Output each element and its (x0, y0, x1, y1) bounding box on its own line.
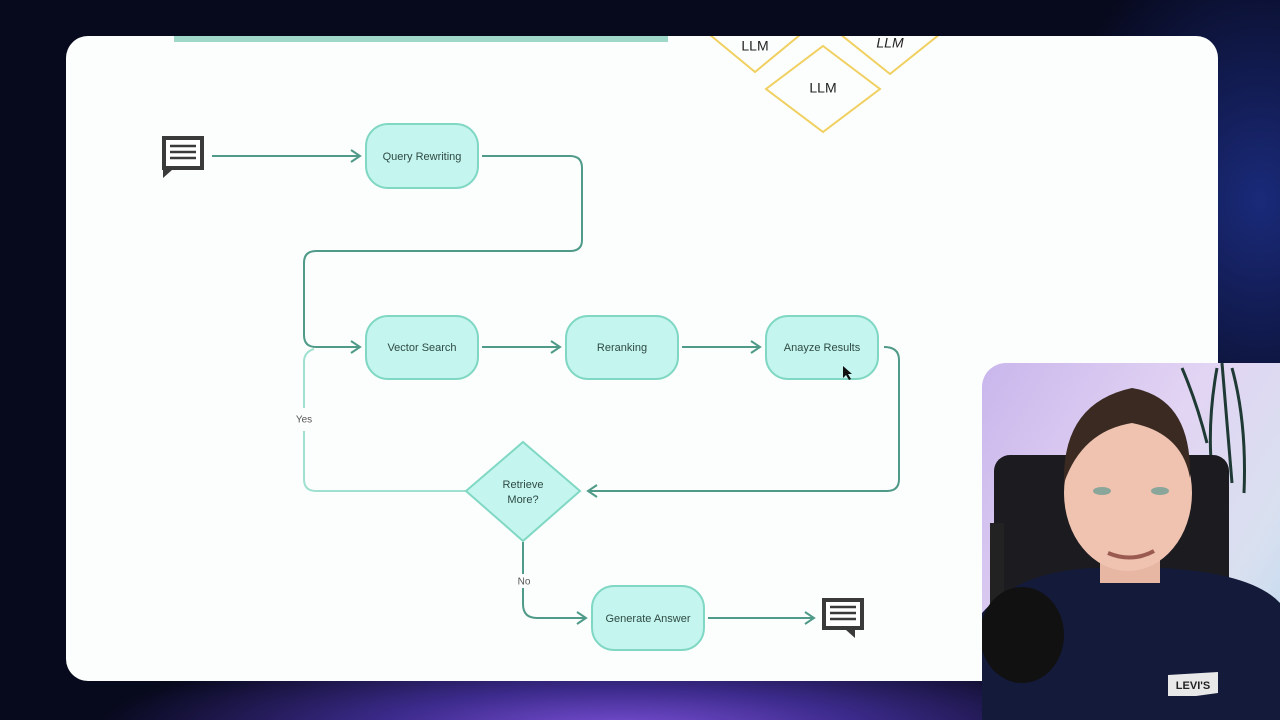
node-label: Anayze Results (784, 342, 861, 354)
node-reranking (565, 315, 679, 380)
node-query-rewriting (365, 123, 479, 189)
title-underline (174, 36, 668, 42)
flow-diagram: LLM LLM LLM Yes No (162, 36, 940, 651)
edge-label-no: No (518, 577, 531, 588)
edge-label-yes: Yes (296, 415, 312, 426)
mouse-cursor-icon (843, 366, 852, 380)
node-retrieve-more-decision (464, 440, 582, 543)
node-vector-search (365, 315, 479, 380)
node-label: Vector Search (387, 342, 456, 354)
arrow-no-to-generate (522, 542, 588, 625)
node-label: Retrieve (503, 479, 544, 491)
webcam-overlay: LEVI'S (982, 363, 1280, 720)
arrow-analyze-to-decision (586, 346, 900, 498)
llm-diamond: LLM (764, 44, 882, 134)
svg-text:LEVI'S: LEVI'S (1176, 680, 1210, 692)
node-analyze-results (765, 315, 879, 380)
microphone (982, 587, 1064, 683)
node-label: Reranking (597, 342, 647, 354)
chat-message-icon (822, 598, 864, 638)
svg-text:LLM: LLM (876, 36, 904, 51)
llm-diamond: LLM (840, 36, 940, 76)
svg-text:LLM: LLM (809, 80, 836, 96)
svg-text:LLM: LLM (741, 38, 768, 54)
arrow-yes-loop (303, 348, 466, 492)
node-label: Query Rewriting (383, 151, 462, 163)
presentation-slide: LLM LLM LLM Yes No (66, 36, 1218, 681)
node-label: More? (507, 494, 538, 506)
arrow-query-to-search (303, 155, 583, 354)
chat-message-icon (162, 136, 204, 178)
node-label: Generate Answer (606, 613, 691, 625)
llm-diamond: LLM (709, 36, 801, 74)
node-generate-answer (591, 585, 705, 651)
presenter-face (1064, 415, 1192, 571)
edges (212, 149, 900, 625)
levis-logo: LEVI'S (1168, 672, 1218, 696)
presenter-video: LEVI'S (982, 363, 1280, 720)
